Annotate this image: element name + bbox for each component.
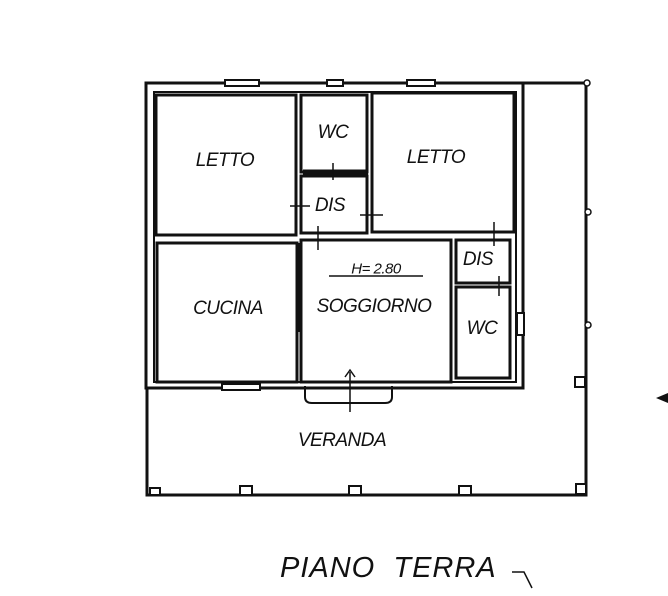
room-letto-left xyxy=(154,93,298,237)
room-dis-right xyxy=(454,238,512,285)
label-veranda: VERANDA xyxy=(297,430,387,451)
room-dis-center xyxy=(299,174,369,235)
label-dis-right: DIS xyxy=(462,249,494,270)
label-wc-right: WC xyxy=(466,318,498,339)
label-soggiorno: SOGGIORNO xyxy=(316,296,432,317)
height-note: H= 2.80 xyxy=(351,260,401,278)
label-wc-top: WC xyxy=(317,122,349,143)
plan-title: PIANO TERRA xyxy=(280,552,497,584)
label-letto-left: LETTO xyxy=(195,150,255,171)
bay-window xyxy=(304,386,393,404)
label-cucina: CUCINA xyxy=(193,298,263,319)
label-letto-right: LETTO xyxy=(406,147,466,168)
arrow-marker xyxy=(656,393,668,403)
label-dis-center: DIS xyxy=(314,195,346,216)
room-letto-right xyxy=(370,91,516,234)
title-hook xyxy=(512,571,533,589)
room-wc-right xyxy=(454,285,512,380)
